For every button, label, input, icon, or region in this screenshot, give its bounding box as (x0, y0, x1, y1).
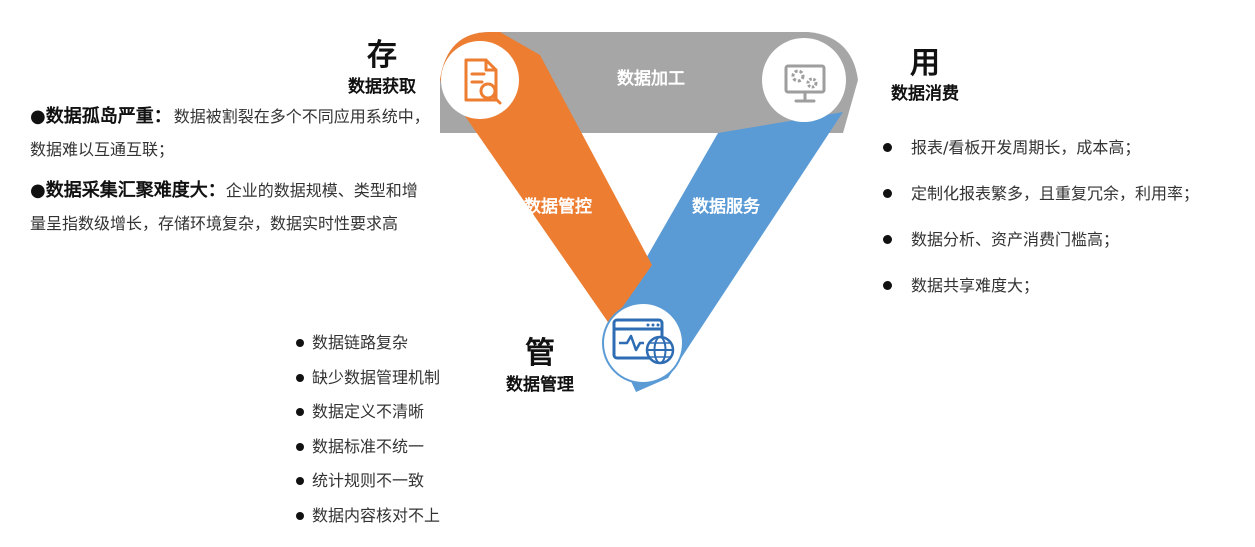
right-item: 数据共享难度大； (883, 272, 1199, 318)
band-label-top: 数据加工 (617, 68, 685, 89)
bullet: ● (30, 180, 46, 201)
left-item-text: 数据被割裂在多个不同应用系统中，数据难以互通互联； (30, 107, 430, 159)
bottom-item: 数据定义不清晰 (296, 400, 440, 435)
right-panel: 报表/看板开发周期长，成本高； 定制化报表繁多，且重复冗余，利用率； 数据分析、… (883, 134, 1199, 318)
use-char: 用 (910, 46, 940, 81)
bottom-item: 统计规则不一致 (296, 469, 440, 504)
bottom-panel: 数据链路复杂 缺少数据管理机制 数据定义不清晰 数据标准不统一 统计规则不一致 … (296, 331, 440, 538)
use-node (762, 38, 846, 122)
right-item: 数据分析、资产消费门槛高； (883, 226, 1199, 272)
bottom-item: 数据链路复杂 (296, 331, 440, 366)
bottom-item: 缺少数据管理机制 (296, 366, 440, 401)
document-search-icon (464, 58, 502, 105)
store-node (441, 41, 519, 119)
store-label: 数据获取 (348, 77, 416, 97)
right-item: 报表/看板开发周期长，成本高； (883, 134, 1199, 180)
monitor-gears-icon (784, 64, 826, 103)
bottom-item: 数据内容核对不上 (296, 504, 440, 539)
left-item-lead: 数据孤岛严重： (45, 106, 172, 127)
left-item: ●数据孤岛严重：数据被割裂在多个不同应用系统中，数据难以互通互联； (30, 100, 430, 166)
use-label: 数据消费 (891, 84, 959, 104)
manage-char: 管 (525, 336, 555, 371)
browser-globe-icon (612, 318, 675, 365)
band-label-left: 数据管控 (524, 196, 592, 217)
manage-label: 数据管理 (506, 375, 574, 395)
left-item: ●数据采集汇聚难度大：企业的数据规模、类型和增量呈指数级增长，存储环境复杂，数据… (30, 174, 430, 240)
left-item-text: 企业的数据规模、类型和增量呈指数级增长，存储环境复杂，数据实时性要求高 (30, 181, 418, 233)
bullet: ● (30, 106, 46, 127)
right-item: 定制化报表繁多，且重复冗余，利用率； (883, 180, 1199, 226)
left-panel: ●数据孤岛严重：数据被割裂在多个不同应用系统中，数据难以互通互联； ●数据采集汇… (30, 100, 430, 240)
band-label-right: 数据服务 (692, 196, 761, 217)
left-item-lead: 数据采集汇聚难度大： (45, 180, 226, 201)
bottom-item: 数据标准不统一 (296, 435, 440, 470)
manage-node (602, 302, 684, 384)
store-char: 存 (367, 38, 397, 73)
